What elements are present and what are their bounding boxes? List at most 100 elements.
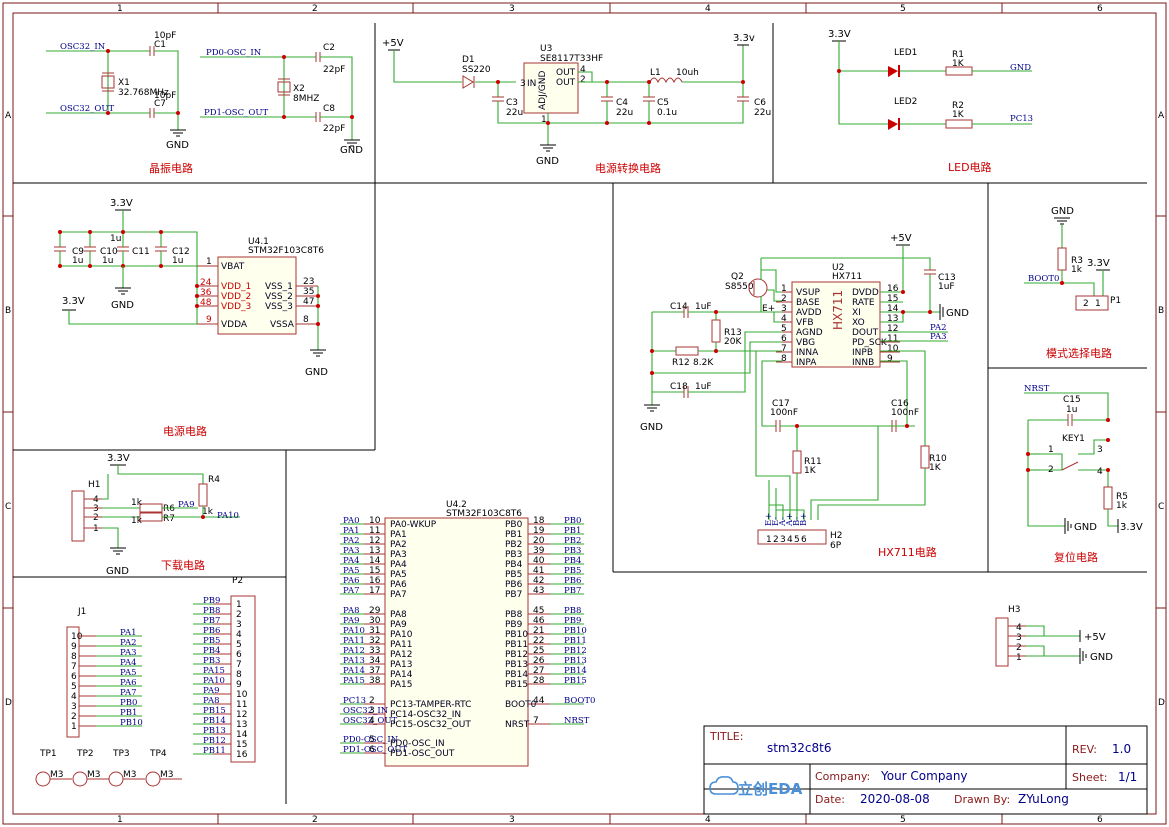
svg-text:STM32F103C8T6: STM32F103C8T6 (446, 509, 522, 519)
row-marker: A (5, 111, 12, 121)
column-marker: 3 (509, 815, 515, 825)
pin-name: PA1 (390, 530, 407, 540)
svg-text:2: 2 (93, 513, 99, 523)
pin-name: PC13-TAMPER-RTC (390, 700, 471, 710)
net-label: PD1-OSC_OUT (343, 745, 407, 755)
pin-number: 5 (71, 682, 77, 692)
net-label: PA14 (343, 666, 365, 676)
svg-text:GND: GND (1074, 522, 1097, 533)
pin-number: 11 (887, 334, 898, 344)
pin-name: RATE (852, 298, 875, 308)
pin-number: 4 (369, 716, 375, 726)
section-dividers (13, 23, 1147, 804)
net-label: PB7 (203, 616, 220, 626)
net-label: PB3 (203, 656, 220, 666)
pin-number: 1 (781, 284, 787, 294)
svg-text:模式选择电路: 模式选择电路 (1046, 346, 1112, 360)
net-label: PA3 (120, 648, 137, 658)
pin-number: 16 (236, 750, 248, 760)
pin-number: 10 (236, 690, 248, 700)
net-label: PB4 (203, 646, 220, 656)
pin-number: 10 (369, 516, 381, 526)
net-label: B- (792, 517, 802, 526)
net-label: NRST (564, 716, 590, 726)
svg-text:4: 4 (1097, 467, 1103, 477)
pin-number: 4 (781, 314, 787, 324)
pin-number: 31 (369, 626, 380, 636)
svg-text:100nF: 100nF (891, 408, 919, 418)
title-block: TITLE: stm32c8t6 REV: 1.0 Company: Your … (703, 725, 1148, 815)
pin-number: 14 (887, 304, 899, 314)
svg-text:1K: 1K (952, 59, 965, 69)
pin-name: DVDD (852, 288, 879, 298)
svg-text:1u: 1u (1066, 405, 1077, 415)
section-title-crystal: 晶振电路 (149, 161, 193, 175)
test-point-pad (35, 771, 51, 787)
net-label: PB4 (564, 556, 581, 566)
pin-number: 3 (369, 706, 375, 716)
svg-text:PD1-OSC_OUT: PD1-OSC_OUT (204, 108, 268, 118)
pin-name: PB2 (505, 540, 522, 550)
net-label: PB1 (564, 526, 581, 536)
column-marker: 4 (705, 815, 711, 825)
svg-text:1K: 1K (929, 463, 942, 473)
svg-text:1: 1 (1016, 653, 1022, 663)
pin-name: PA7 (390, 590, 407, 600)
svg-text:P1: P1 (1110, 296, 1121, 306)
power-circuit: 电源电路 3.3V C9 C10 C11 C12 1u 1u 1u 1u GND… (54, 198, 328, 438)
svg-text:VBAT: VBAT (221, 262, 245, 272)
pin-number: 13 (369, 546, 380, 556)
svg-text:3.3V: 3.3V (107, 453, 130, 464)
net-label: PB3 (564, 546, 581, 556)
svg-text:4: 4 (93, 495, 99, 505)
svg-text:C5: C5 (657, 98, 669, 108)
column-marker: 2 (312, 4, 318, 14)
net-label: PB8 (564, 606, 581, 616)
pin-number: 8 (236, 670, 242, 680)
svg-text:P2: P2 (232, 576, 243, 586)
column-marker: 6 (1097, 4, 1103, 14)
net-label: PB15 (203, 706, 226, 716)
row-marker: D (1158, 698, 1165, 708)
pin-number: 38 (369, 676, 381, 686)
net-label: PA10 (203, 676, 225, 686)
svg-text:8: 8 (303, 315, 309, 325)
pin-number: 2 (773, 535, 779, 545)
pin-number: 9 (887, 354, 893, 364)
svg-text:C4: C4 (616, 98, 628, 108)
svg-text:+5V: +5V (1084, 632, 1106, 643)
svg-text:C2: C2 (323, 43, 335, 53)
net-label: PD0-OSC_IN (343, 735, 399, 745)
inductor-l1 (649, 77, 683, 84)
pin-number: 7 (71, 662, 77, 672)
pin-number: 29 (369, 606, 381, 616)
svg-text:VDD_3: VDD_3 (221, 302, 251, 312)
svg-text:1uF: 1uF (695, 382, 712, 392)
svg-text:X2: X2 (293, 84, 305, 94)
svg-text:GND: GND (1090, 652, 1113, 663)
pin-name: XO (852, 318, 865, 328)
pin-number: 4 (787, 535, 793, 545)
svg-text:U4.2: U4.2 (446, 500, 467, 510)
pin-number: 27 (533, 666, 544, 676)
svg-text:HX711: HX711 (832, 272, 862, 282)
regulator-u3 (523, 62, 579, 114)
pin-number: 40 (533, 556, 545, 566)
pin-number: 41 (533, 566, 544, 576)
pin-name: PC15-OSC32_OUT (390, 720, 471, 730)
svg-text:LED1: LED1 (894, 48, 917, 58)
svg-text:1.0: 1.0 (1112, 742, 1131, 756)
pin-number: 17 (369, 586, 380, 596)
net-label: PA5 (343, 566, 360, 576)
net-label: PB13 (203, 726, 226, 736)
svg-text:1k: 1k (1071, 265, 1083, 275)
pin-number: 2 (71, 712, 77, 722)
test-point-value: M3 (50, 770, 64, 780)
svg-text:48: 48 (200, 298, 212, 308)
svg-text:GND: GND (340, 145, 363, 156)
svg-text:C1: C1 (154, 40, 166, 50)
svg-text:3.3v: 3.3v (733, 33, 755, 44)
svg-text:VDD_2: VDD_2 (221, 292, 251, 302)
svg-text:R10: R10 (929, 454, 947, 464)
